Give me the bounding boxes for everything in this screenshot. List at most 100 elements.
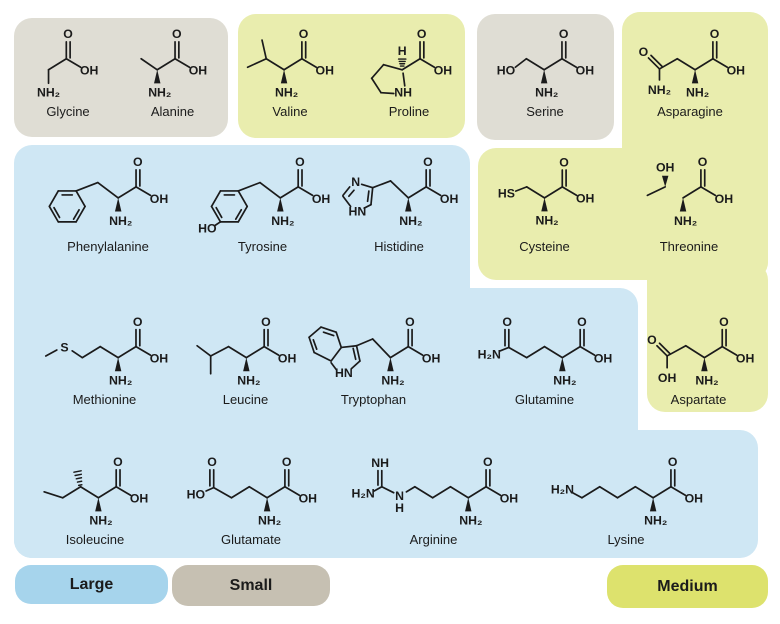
- molecule-name-glutamine: Glutamine: [514, 392, 575, 407]
- svg-text:O: O: [719, 315, 729, 329]
- svg-text:O: O: [710, 27, 720, 41]
- svg-text:O: O: [423, 155, 433, 169]
- svg-text:H: H: [398, 44, 407, 58]
- molecule-name-cysteine: Cysteine: [519, 239, 570, 254]
- svg-text:NH₂: NH₂: [535, 86, 558, 100]
- svg-text:NH₂: NH₂: [258, 514, 281, 528]
- svg-text:HS: HS: [498, 187, 515, 201]
- svg-text:O: O: [483, 455, 493, 469]
- molecule-name-alanine: Alanine: [150, 104, 195, 119]
- svg-text:OH: OH: [440, 192, 459, 206]
- molecule-name-asparagine: Asparagine: [657, 104, 723, 119]
- molecule-name-serine: Serine: [526, 104, 564, 119]
- svg-text:O: O: [502, 315, 512, 329]
- svg-text:NH₂: NH₂: [37, 86, 60, 100]
- svg-text:O: O: [133, 315, 143, 329]
- svg-text:NH₂: NH₂: [695, 374, 718, 388]
- svg-text:O: O: [639, 45, 649, 59]
- svg-text:NH₂: NH₂: [237, 374, 260, 388]
- svg-text:OH: OH: [189, 64, 208, 78]
- molecule-name-glutamate: Glutamate: [221, 532, 281, 547]
- svg-text:NH₂: NH₂: [381, 374, 404, 388]
- svg-text:NH₂: NH₂: [553, 374, 576, 388]
- medium-group-tab: Medium: [607, 565, 768, 608]
- svg-text:OH: OH: [316, 64, 335, 78]
- molecule-name-phenylalanine: Phenylalanine: [67, 239, 149, 254]
- svg-text:OH: OH: [80, 64, 99, 78]
- svg-text:OH: OH: [576, 64, 595, 78]
- molecule-name-methionine: Methionine: [72, 392, 137, 407]
- svg-text:O: O: [698, 155, 708, 169]
- molecule-name-lysine: Lysine: [607, 532, 645, 547]
- molecule-name-leucine: Leucine: [222, 392, 269, 407]
- lysine-structure: O OH NH₂ H₂N Lysine: [546, 452, 706, 546]
- svg-text:O: O: [559, 155, 569, 169]
- molecule-name-glycine: Glycine: [46, 104, 90, 119]
- svg-text:H₂N: H₂N: [551, 482, 574, 496]
- molecule-name-histidine: Histidine: [374, 239, 424, 254]
- svg-text:O: O: [405, 315, 415, 329]
- svg-text:O: O: [668, 455, 678, 469]
- molecule-name-isoleucine: Isoleucine: [65, 532, 125, 547]
- svg-text:NH₂: NH₂: [459, 514, 482, 528]
- svg-text:NH: NH: [394, 86, 412, 100]
- molecule-name-proline: Proline: [388, 104, 430, 119]
- svg-text:OH: OH: [150, 352, 169, 366]
- svg-text:OH: OH: [685, 492, 704, 506]
- svg-text:NH₂: NH₂: [644, 514, 667, 528]
- medium-group-label: Medium: [657, 577, 718, 595]
- svg-text:O: O: [577, 315, 587, 329]
- molecule-name-threonine: Threonine: [659, 239, 719, 254]
- svg-text:O: O: [172, 27, 182, 41]
- svg-text:OH: OH: [422, 351, 441, 365]
- svg-text:OH: OH: [715, 192, 734, 206]
- molecule-name-tyrosine: Tyrosine: [237, 239, 288, 254]
- small-group-label: Small: [229, 576, 273, 594]
- svg-text:H₂N: H₂N: [478, 347, 501, 361]
- svg-text:OH: OH: [727, 64, 746, 78]
- svg-text:OH: OH: [299, 492, 318, 506]
- svg-text:O: O: [299, 27, 309, 41]
- svg-text:OH: OH: [736, 351, 755, 365]
- svg-text:O: O: [417, 27, 427, 41]
- svg-text:OH: OH: [312, 192, 331, 206]
- svg-text:O: O: [207, 455, 217, 469]
- small-group-tab: Small: [172, 565, 330, 606]
- svg-text:NH₂: NH₂: [686, 86, 709, 100]
- svg-text:O: O: [295, 155, 305, 169]
- svg-text:OH: OH: [656, 160, 675, 174]
- svg-text:S: S: [60, 340, 68, 354]
- svg-text:OH: OH: [500, 492, 519, 506]
- svg-text:NH₂: NH₂: [399, 214, 422, 228]
- medium-group-region-right-lower: [647, 262, 768, 412]
- svg-text:OH: OH: [576, 192, 595, 206]
- svg-text:NH₂: NH₂: [109, 214, 132, 228]
- svg-text:NH₂: NH₂: [109, 374, 132, 388]
- svg-text:NH: NH: [371, 456, 389, 470]
- large-group-region-lower: [14, 430, 758, 558]
- molecule-name-valine: Valine: [272, 104, 308, 119]
- valine-structure: O OH NH₂ Valine: [243, 24, 337, 118]
- svg-text:O: O: [559, 27, 569, 41]
- svg-text:NH₂: NH₂: [275, 86, 298, 100]
- svg-text:OH: OH: [434, 64, 453, 78]
- svg-text:H₂N: H₂N: [352, 487, 375, 501]
- large-group-tab: Large: [15, 565, 168, 604]
- svg-text:HO: HO: [187, 487, 206, 501]
- svg-text:HN: HN: [335, 366, 353, 380]
